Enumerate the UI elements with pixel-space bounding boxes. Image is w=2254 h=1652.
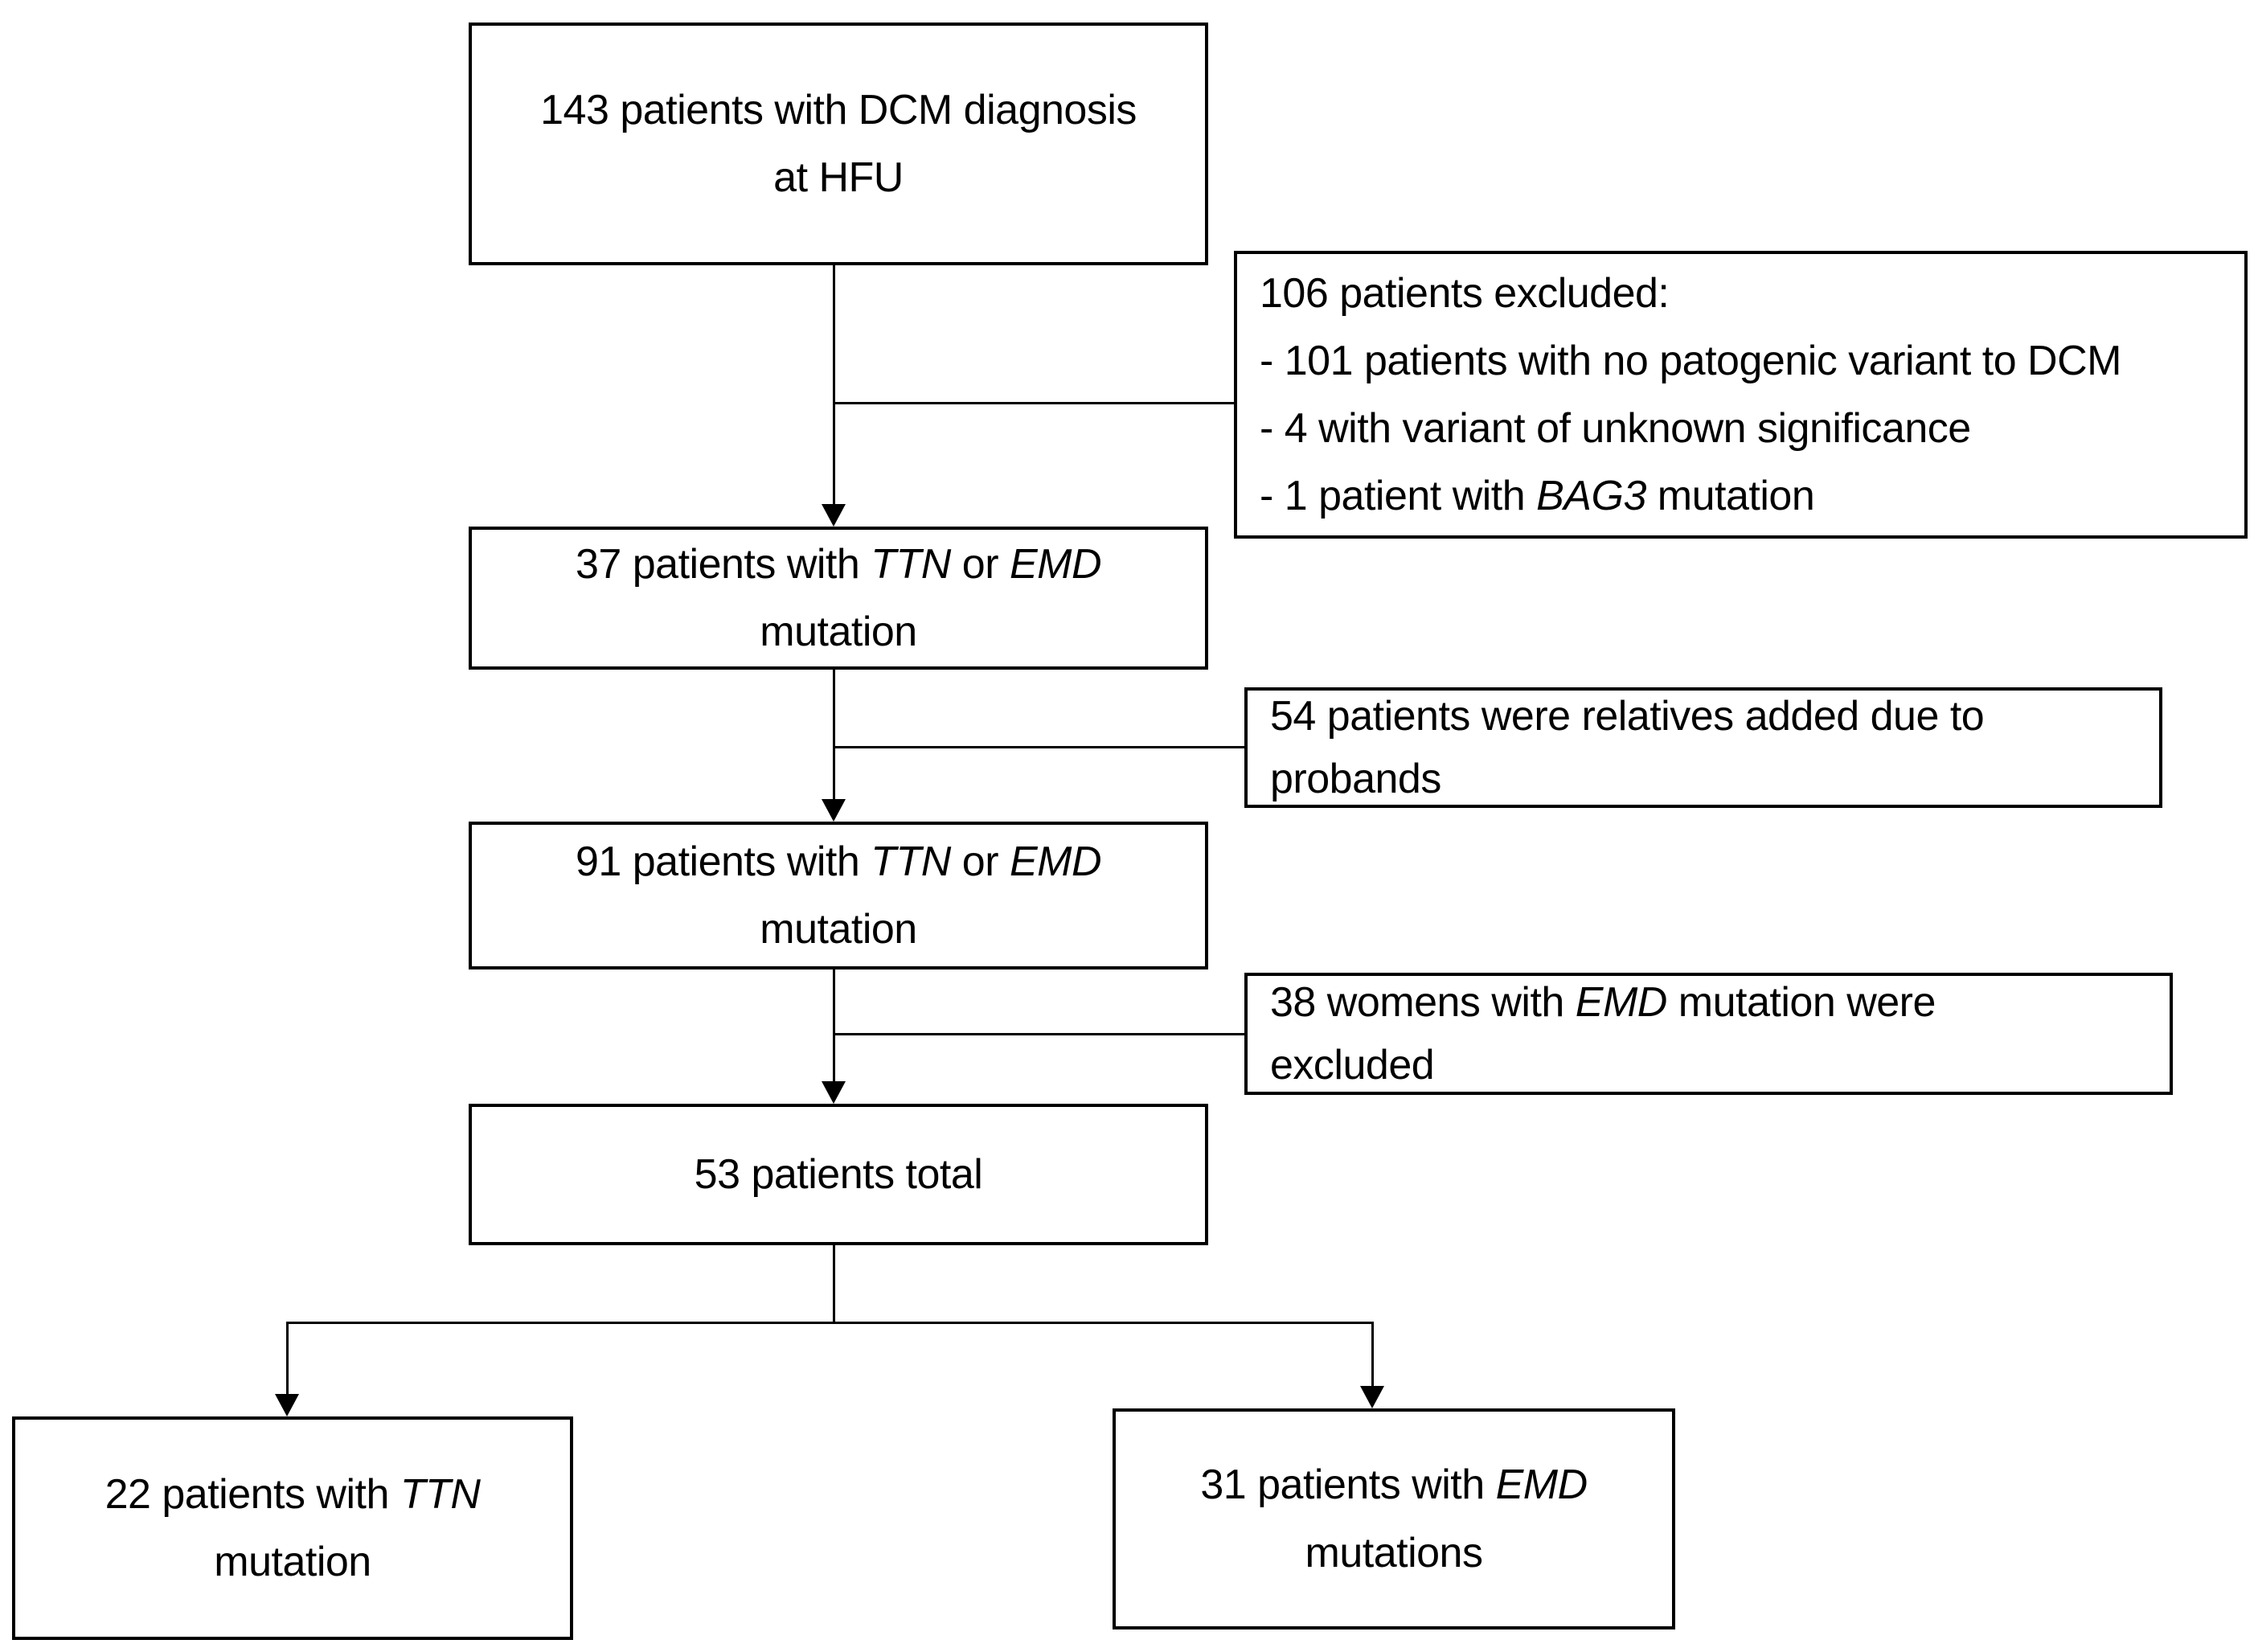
gene-ttn-label: TTN (871, 838, 951, 885)
box-31-line1: 31 patients with EMD (1200, 1451, 1588, 1519)
arrow-down-icon (275, 1394, 299, 1416)
gene-emd-label: EMD (1009, 838, 1102, 885)
box-37-line1: 37 patients with TTN or EMD (575, 531, 1102, 598)
box-31-emd: 31 patients with EMD mutations (1113, 1408, 1675, 1629)
gene-ttn-label: TTN (400, 1470, 481, 1518)
box-38-line1: 38 womens with EMD mutation were (1270, 971, 1936, 1034)
box-54-line2: probands (1270, 756, 1441, 802)
box-31-line2: mutations (1305, 1529, 1483, 1576)
box-106-line1: 106 patients excluded: (1260, 269, 1670, 317)
gene-ttn-label: TTN (871, 540, 951, 588)
box-106-line4-post: mutation (1645, 473, 1815, 520)
box-22-ttn: 22 patients with TTN mutation (12, 1416, 573, 1640)
arrow-down-icon (822, 799, 846, 822)
connector-split-horizontal (286, 1322, 1374, 1324)
box-91-line1: 91 patients with TTN or EMD (575, 828, 1102, 896)
arrow-down-icon (822, 1081, 846, 1104)
box-37-ttn-emd: 37 patients with TTN or EMD mutation (469, 527, 1208, 670)
box-37-line2: mutation (760, 609, 917, 655)
connector-143-to-37 (833, 265, 835, 505)
box-38-line1-post: mutation were (1666, 979, 1936, 1026)
box-91-line1-or: or (950, 838, 1010, 885)
connector-53-to-split (833, 1245, 835, 1324)
box-37-line1-pre: 37 patients with (575, 540, 871, 588)
box-143-line1: 143 patients with DCM diagnosis (540, 86, 1137, 133)
box-22-line1-pre: 22 patients with (105, 1470, 400, 1518)
box-106-line2: - 101 patients with no patogenic variant… (1260, 337, 2121, 384)
box-54-relatives: 54 patients were relatives added due to … (1244, 687, 2162, 808)
gene-emd-label: EMD (1009, 540, 1102, 588)
box-38-line1-pre: 38 womens with (1270, 979, 1576, 1026)
box-91-line1-pre: 91 patients with (575, 838, 871, 885)
box-106-line3: - 4 with variant of unknown significance (1260, 405, 1971, 452)
box-22-line1: 22 patients with TTN (105, 1461, 481, 1528)
box-53-total: 53 patients total (469, 1104, 1208, 1245)
box-106-line4-pre: - 1 patient with (1260, 473, 1537, 520)
connector-branch-to-38-womens (833, 1033, 1244, 1035)
box-91-ttn-emd: 91 patients with TTN or EMD mutation (469, 822, 1208, 969)
connector-split-to-31 (1371, 1322, 1374, 1386)
box-106-excluded: 106 patients excluded: - 101 patients wi… (1234, 251, 2248, 539)
box-37-line1-or: or (950, 540, 1010, 588)
box-106-line4: - 1 patient with BAG3 mutation (1260, 462, 1815, 530)
gene-emd-label: EMD (1575, 979, 1668, 1026)
box-53-line1: 53 patients total (694, 1150, 983, 1198)
connector-split-to-22 (286, 1322, 289, 1394)
gene-bag3-label: BAG3 (1536, 473, 1646, 520)
connector-37-to-91 (833, 670, 835, 799)
box-143-dcm-patients: 143 patients with DCM diagnosis at HFU (469, 23, 1208, 265)
box-91-line2: mutation (760, 906, 917, 953)
arrow-down-icon (822, 504, 846, 527)
box-38-womens-excluded: 38 womens with EMD mutation were exclude… (1244, 973, 2173, 1095)
gene-emd-label: EMD (1495, 1461, 1588, 1509)
box-54-line1: 54 patients were relatives added due to (1270, 693, 1985, 740)
box-31-line1-pre: 31 patients with (1200, 1461, 1496, 1509)
connector-branch-to-54-relatives (833, 746, 1244, 748)
arrow-down-icon (1360, 1386, 1384, 1408)
box-38-line2: excluded (1270, 1042, 1435, 1088)
box-22-line2: mutation (214, 1539, 371, 1585)
box-143-line2: at HFU (773, 154, 904, 201)
connector-branch-to-106-excluded (833, 402, 1234, 404)
connector-91-to-53 (833, 969, 835, 1081)
